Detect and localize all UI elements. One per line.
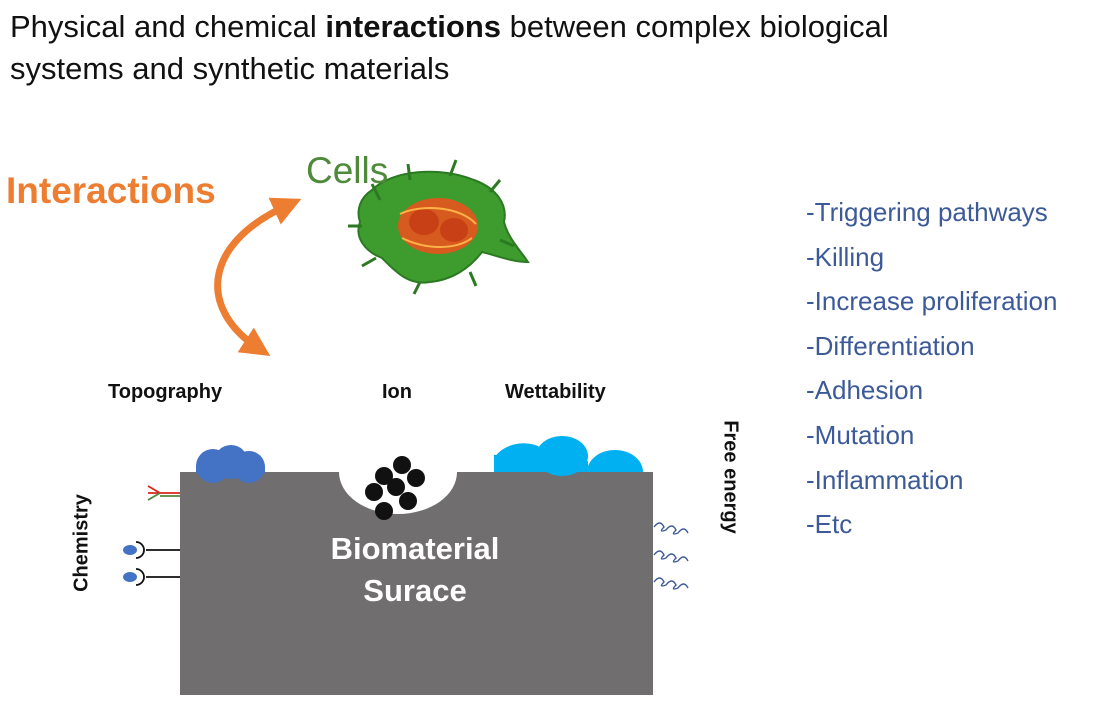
topography-bumps [196,445,265,483]
surface-label-line2: Surace [363,573,467,608]
biomaterial-surface-label: Biomaterial Surace [290,528,540,612]
cell-image [348,159,530,295]
outcome-item: -Adhesion [806,375,924,406]
outcome-item: -Etc [806,509,853,540]
surface-label-line1: Biomaterial [330,531,500,566]
wettability-label: Wettability [505,381,606,403]
chemistry-label: Chemistry [70,494,93,592]
cells-label: Cells [306,150,389,191]
interactions-label: Interactions [6,170,216,211]
title-text-end: between complex biological systems and s… [10,9,889,86]
outcome-item: -Differentiation [806,330,975,361]
outcome-item: -Inflammation [806,464,964,495]
topography-label: Topography [108,381,223,403]
biomaterial-surface-block [180,472,653,695]
interaction-arrow [214,197,302,357]
outcome-item: -Killing [806,241,885,272]
wettability-droplets [494,436,643,476]
chemistry-groups [123,485,180,586]
outcome-item: -Mutation [806,419,915,450]
free-energy-curls [653,522,689,590]
ion-particles [365,456,425,520]
outcome-item: -Increase proliferation [806,286,1058,317]
outcomes-list: -Triggering pathways -Killing -Increase … [806,190,1057,547]
ion-label: Ion [382,381,412,403]
slide-title: Physical and chemical interactions betwe… [10,6,1010,90]
free-energy-label: Free energy [719,420,742,534]
title-text-start: Physical and chemical [10,9,326,44]
outcome-item: -Triggering pathways [806,197,1048,227]
title-text-bold: interactions [325,9,502,44]
